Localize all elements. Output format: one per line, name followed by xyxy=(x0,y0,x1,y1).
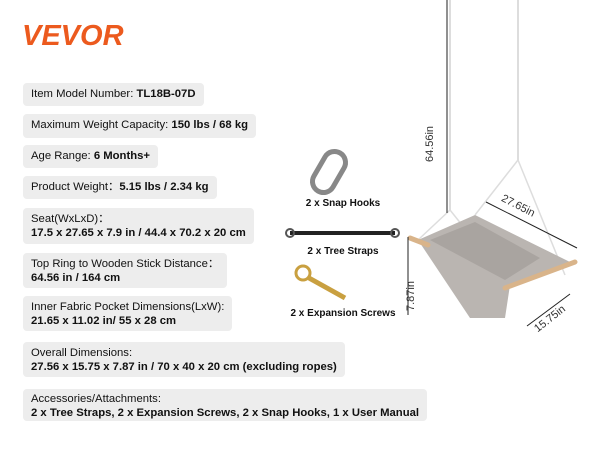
spec-accessories: Accessories/Attachments: 2 x Tree Straps,… xyxy=(23,389,428,421)
spec-seat: Seat(WxLxD)： 17.5 x 27.65 x 7.9 in / 44.4… xyxy=(23,208,254,244)
spec-value: 64.56 in / 164 cm xyxy=(31,272,121,284)
spec-label: Accessories/Attachments: xyxy=(31,393,161,405)
expansion-screws-label: 2 x Expansion Screws xyxy=(290,308,396,319)
depth-dimension: 7.87in xyxy=(404,281,417,311)
expansion-screw-icon xyxy=(294,264,347,301)
spec-age: Age Range: 6 Months+ xyxy=(23,145,158,168)
spec-value: 5.15 lbs / 2.34 kg xyxy=(119,181,209,193)
spec-value: 21.65 x 11.02 in/ 55 x 28 cm xyxy=(31,315,177,327)
brand-logo: VEVOR xyxy=(22,20,124,52)
spec-model: Item Model Number: TL18B-07D xyxy=(23,83,204,106)
tree-strap-icon xyxy=(285,228,400,238)
spec-label: Product Weight： xyxy=(31,181,120,193)
spec-inner-pocket: Inner Fabric Pocket Dimensions(LxW): 21.6… xyxy=(23,296,233,331)
spec-label: Seat(WxLxD)： xyxy=(31,213,110,225)
spec-label: Age Range: xyxy=(31,150,94,162)
spec-label: Maximum Weight Capacity: xyxy=(31,119,172,131)
baby-swing-image xyxy=(407,0,578,318)
spec-value: 6 Months+ xyxy=(93,150,150,162)
spec-product-weight: Product Weight：5.15 lbs / 2.34 kg xyxy=(23,176,217,199)
spec-value: TL18B-07D xyxy=(136,88,196,100)
spec-value: 27.56 x 15.75 x 7.87 in / 70 x 40 x 20 c… xyxy=(31,361,337,373)
snap-hooks-label: 2 x Snap Hooks xyxy=(305,198,381,209)
spec-label: Item Model Number: xyxy=(31,88,137,100)
tree-straps-label: 2 x Tree Straps xyxy=(307,246,379,257)
spec-label: Inner Fabric Pocket Dimensions(LxW): xyxy=(31,301,225,313)
spec-label: Top Ring to Wooden Stick Distance： xyxy=(31,258,220,270)
dimension-lines xyxy=(407,0,578,327)
spec-value: 17.5 x 27.65 x 7.9 in / 44.4 x 70.2 x 20… xyxy=(31,227,246,239)
spec-top-ring-distance: Top Ring to Wooden Stick Distance： 64.56 … xyxy=(23,253,228,288)
spec-overall: Overall Dimensions: 27.56 x 15.75 x 7.87 … xyxy=(23,342,345,377)
spec-value: 150 lbs / 68 kg xyxy=(171,119,249,131)
snap-hook-icon xyxy=(310,148,348,196)
spec-label: Overall Dimensions: xyxy=(31,347,133,359)
spec-max-weight: Maximum Weight Capacity: 150 lbs / 68 kg xyxy=(23,114,257,138)
spec-value: 2 x Tree Straps, 2 x Expansion Screws, 2… xyxy=(31,407,420,419)
height-dimension: 64.56in xyxy=(424,125,437,163)
